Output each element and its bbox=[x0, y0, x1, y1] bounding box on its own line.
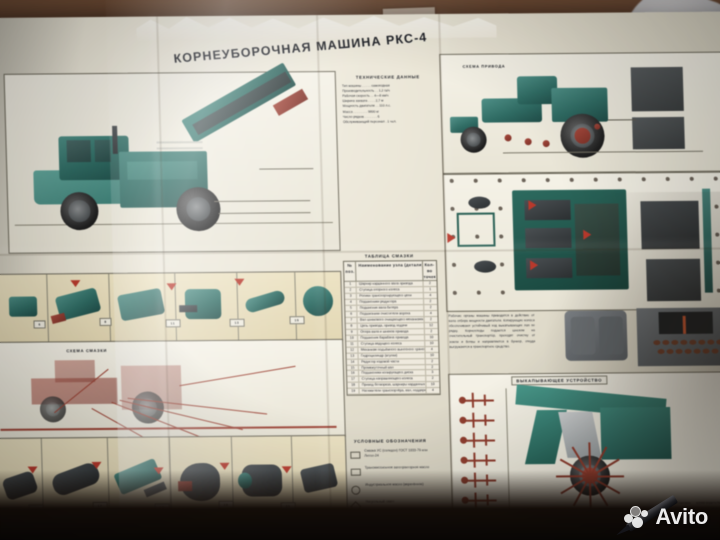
table-cell: 2 bbox=[423, 317, 438, 323]
mechanism-plan-view bbox=[442, 171, 720, 312]
table-cell: 2 bbox=[422, 299, 438, 305]
table-cell: 14 bbox=[346, 359, 360, 365]
legend-label: Смазка УС (солидол) ГОСТ 1033-79 или Лит… bbox=[364, 448, 428, 458]
table-cell: 2 bbox=[422, 281, 437, 287]
table-cell: 2 bbox=[424, 358, 439, 364]
tech-data-caption: ТЕХНИЧЕСКИЕ ДАННЫЕ bbox=[355, 74, 420, 80]
table-cell: Подшипники копирующего диска bbox=[361, 370, 414, 376]
table-cell: 2 bbox=[422, 305, 438, 311]
table-cell: 10 bbox=[423, 340, 439, 346]
legend-item: Смазка УС (солидол) ГОСТ 1033-79 или Лит… bbox=[350, 448, 442, 466]
table-cell: 2 bbox=[344, 288, 358, 294]
wheel bbox=[59, 191, 99, 231]
table-cell: 4 bbox=[424, 346, 439, 352]
foreground-shadow bbox=[0, 470, 720, 540]
table-cell: 1 bbox=[344, 282, 358, 288]
table-cell: 6 bbox=[345, 311, 358, 317]
tech-data-block: ТЕХНИЧЕСКИЕ ДАННЫЕ Тип машины . . . . . … bbox=[340, 74, 430, 155]
table-cell: 3 bbox=[344, 293, 358, 300]
table-header-row: № поз. Наименование узла (детали) Кол-во… bbox=[343, 261, 437, 283]
table-cell: Вал шнекового очищающего механизма bbox=[359, 317, 424, 322]
table-col-count: Кол-во точек bbox=[421, 261, 437, 282]
table-cell: Подшипники очистителя вороха bbox=[359, 311, 411, 316]
table-cell: 7 bbox=[345, 317, 359, 323]
table-cell: 12 bbox=[423, 322, 438, 329]
lubrication-table-caption: ТАБЛИЦА СМАЗКИ bbox=[364, 253, 414, 259]
table-cell: 8 bbox=[345, 323, 359, 329]
table-cell: Подшипник барабана привода bbox=[360, 335, 409, 340]
table-cell: Ролики транспортирующего цепи bbox=[359, 293, 412, 298]
table-cell: Ступица ведущего колеса bbox=[360, 341, 402, 346]
table-cell: Натяжители транспортёра, вал, поддержки … bbox=[361, 388, 426, 393]
operating-principle-block: Рабочие органы машины приводятся в дейст… bbox=[446, 307, 720, 374]
table-cell: 4 bbox=[423, 311, 438, 317]
digging-device-caption: ВЫКАПЫВАЮЩЕЕ УСТРОЙСТВО bbox=[511, 375, 608, 386]
table-cell: 17 bbox=[347, 377, 360, 383]
table-cell: 3 bbox=[424, 370, 440, 376]
table-cell: Шарнир карданного вала привода bbox=[358, 281, 413, 287]
table-cell: Опора вала и шнеков привода bbox=[360, 329, 409, 334]
table-cell: Гидроцилиндр (втулки) bbox=[360, 353, 398, 358]
table-cell: 13 bbox=[346, 353, 360, 359]
table-cell: Подшипник вала битера bbox=[359, 305, 399, 310]
legend-symbol-rect-icon bbox=[350, 451, 361, 459]
table-cell: 10 bbox=[346, 335, 359, 341]
table-cell: 18 bbox=[347, 383, 360, 389]
table-cell: Промежуточный вал bbox=[361, 364, 394, 370]
table-cell: 5 bbox=[345, 305, 358, 311]
table-cell: 12 bbox=[346, 347, 359, 353]
lubrication-table-wrap: ТАБЛИЦА СМАЗКИ № поз. Наименование узла … bbox=[342, 253, 441, 396]
table-cell: Ступица опорного колеса bbox=[359, 287, 400, 293]
table-cell: 11 bbox=[346, 341, 359, 347]
table-cell: 2 bbox=[423, 328, 438, 334]
lubrication-scheme: СХЕМА СМАЗКИ bbox=[0, 338, 346, 457]
table-cell: 2 bbox=[424, 376, 440, 382]
table-col-num: № поз. bbox=[343, 261, 357, 283]
table-cell: 10 bbox=[425, 382, 440, 388]
table-cell: Подшипники редуктора bbox=[359, 299, 397, 304]
table-cell: Привод ботвореза, шарниры карданных пере… bbox=[361, 382, 426, 387]
main-machine-illustration bbox=[3, 62, 341, 254]
table-cell: 9 bbox=[345, 329, 359, 335]
table-cell: 10 bbox=[423, 334, 439, 340]
lubrication-table: № поз. Наименование узла (детали) Кол-во… bbox=[342, 260, 441, 396]
table-cell: 4 bbox=[345, 299, 358, 305]
wheel bbox=[175, 186, 222, 232]
table-cell: 15 bbox=[346, 365, 360, 371]
lubrication-scheme-caption: СХЕМА СМАЗКИ bbox=[66, 347, 108, 354]
tech-data-line: Обслуживающий персонал . 1 чел. bbox=[342, 119, 397, 124]
drive-scheme-caption: СХЕМА ПРИВОДА bbox=[462, 64, 506, 69]
table-cell: Ступица направляющего колеса bbox=[361, 376, 413, 382]
operating-principle-text: Рабочие органы машины приводятся в дейст… bbox=[448, 313, 536, 349]
table-cell: 1 bbox=[422, 287, 437, 293]
symbols-caption: УСЛОВНЫЕ ОБОЗНАЧЕНИЯ bbox=[353, 438, 427, 444]
table-cell: 19 bbox=[347, 388, 361, 394]
drive-scheme: СХЕМА ПРИВОДА bbox=[439, 51, 720, 174]
table-cell: 4 bbox=[422, 293, 438, 299]
table-cell: 10 bbox=[424, 352, 439, 358]
component-detail-strip-top: 6 8 11 13 15 bbox=[0, 270, 344, 344]
table-col-name: Наименование узла (детали) bbox=[356, 261, 423, 283]
table-cell: 16 bbox=[347, 371, 360, 377]
table-cell: 4 bbox=[425, 388, 440, 394]
table-cell: Механизм подъёмного выносного транспортё… bbox=[360, 346, 425, 352]
table-cell: Цепь привода, привод подачи bbox=[360, 323, 408, 328]
table-cell: Редуктор ходовой части bbox=[361, 358, 400, 364]
table-cell: 2 bbox=[424, 364, 439, 370]
